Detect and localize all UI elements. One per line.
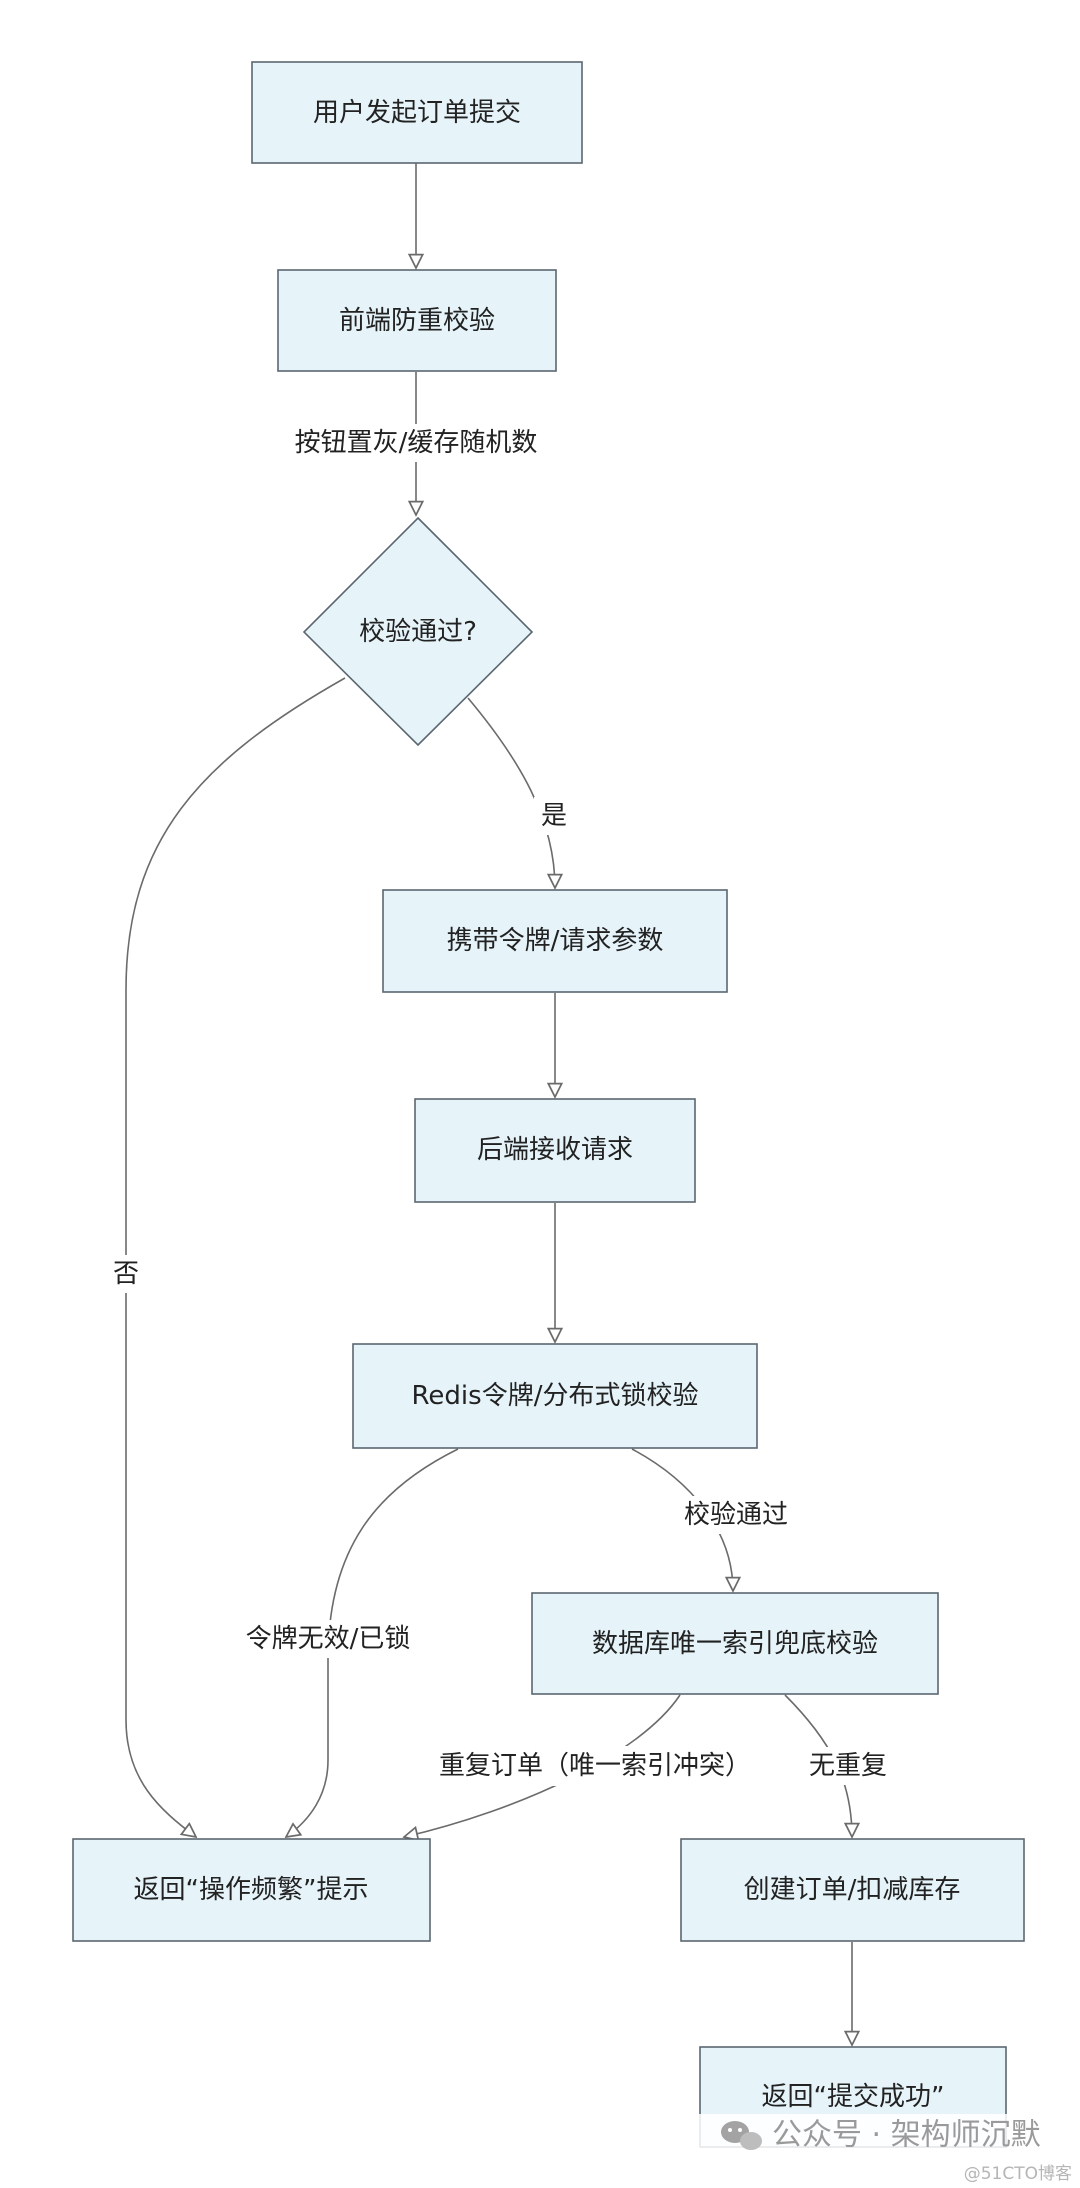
edge-label-duplicate: 重复订单（唯一索引冲突）: [436, 1746, 754, 1786]
node-n6: Redis令牌/分布式锁校验: [352, 1343, 758, 1449]
node-n9: 创建订单/扣减库存: [680, 1838, 1025, 1942]
edge-label-token-invalid-text: 令牌无效/已锁: [246, 1624, 411, 1654]
decision-n3-label: 校验通过?: [359, 617, 477, 647]
wechat-icon: [721, 2121, 762, 2150]
edge-label-e2: 按钮置灰/缓存随机数: [290, 424, 542, 462]
decision-n3: 校验通过?: [302, 516, 534, 747]
watermark-text: 公众号 · 架构师沉默: [772, 2118, 1041, 2153]
watermark-small-text: @51CTO博客: [964, 2164, 1072, 2184]
node-n2: 前端防重校验: [277, 269, 557, 372]
node-n1: 用户发起订单提交: [251, 61, 583, 164]
watermark: 公众号 · 架构师沉默 @51CTO博客: [640, 2114, 1080, 2184]
node-n1-label: 用户发起订单提交: [313, 98, 521, 128]
node-n5-label: 后端接收请求: [477, 1135, 633, 1165]
edge-label-yes-text: 是: [541, 801, 567, 831]
edge-label-no-text: 否: [113, 1259, 139, 1289]
edge-label-duplicate-text: 重复订单（唯一索引冲突）: [439, 1751, 751, 1781]
node-n6-label: Redis令牌/分布式锁校验: [412, 1381, 699, 1411]
node-n9-label: 创建订单/扣减库存: [744, 1875, 961, 1905]
node-n10-label: 返回“提交成功”: [762, 2082, 945, 2112]
edge-label-passed-text: 校验通过: [684, 1500, 788, 1530]
node-n4: 携带令牌/请求参数: [382, 889, 728, 993]
edge-label-no-duplicate: 无重复: [805, 1747, 891, 1785]
edge-n3-n8-no: [125, 677, 346, 1837]
edge-label-no-duplicate-text: 无重复: [809, 1751, 887, 1781]
edge-label-e2-text: 按钮置灰/缓存随机数: [295, 428, 538, 458]
edge-n3-n4-yes: [467, 697, 555, 888]
edge-label-passed: 校验通过: [676, 1496, 796, 1534]
edge-label-yes: 是: [534, 797, 574, 835]
node-n7: 数据库唯一索引兜底校验: [531, 1592, 939, 1695]
node-n4-label: 携带令牌/请求参数: [447, 926, 664, 956]
node-n8: 返回“操作频繁”提示: [72, 1838, 431, 1942]
edge-label-token-invalid: 令牌无效/已锁: [240, 1620, 416, 1658]
node-n8-label: 返回“操作频繁”提示: [134, 1875, 369, 1905]
edge-label-no: 否: [106, 1255, 146, 1293]
node-n2-label: 前端防重校验: [339, 306, 495, 336]
node-n5: 后端接收请求: [414, 1098, 696, 1203]
node-n7-label: 数据库唯一索引兜底校验: [592, 1629, 878, 1659]
